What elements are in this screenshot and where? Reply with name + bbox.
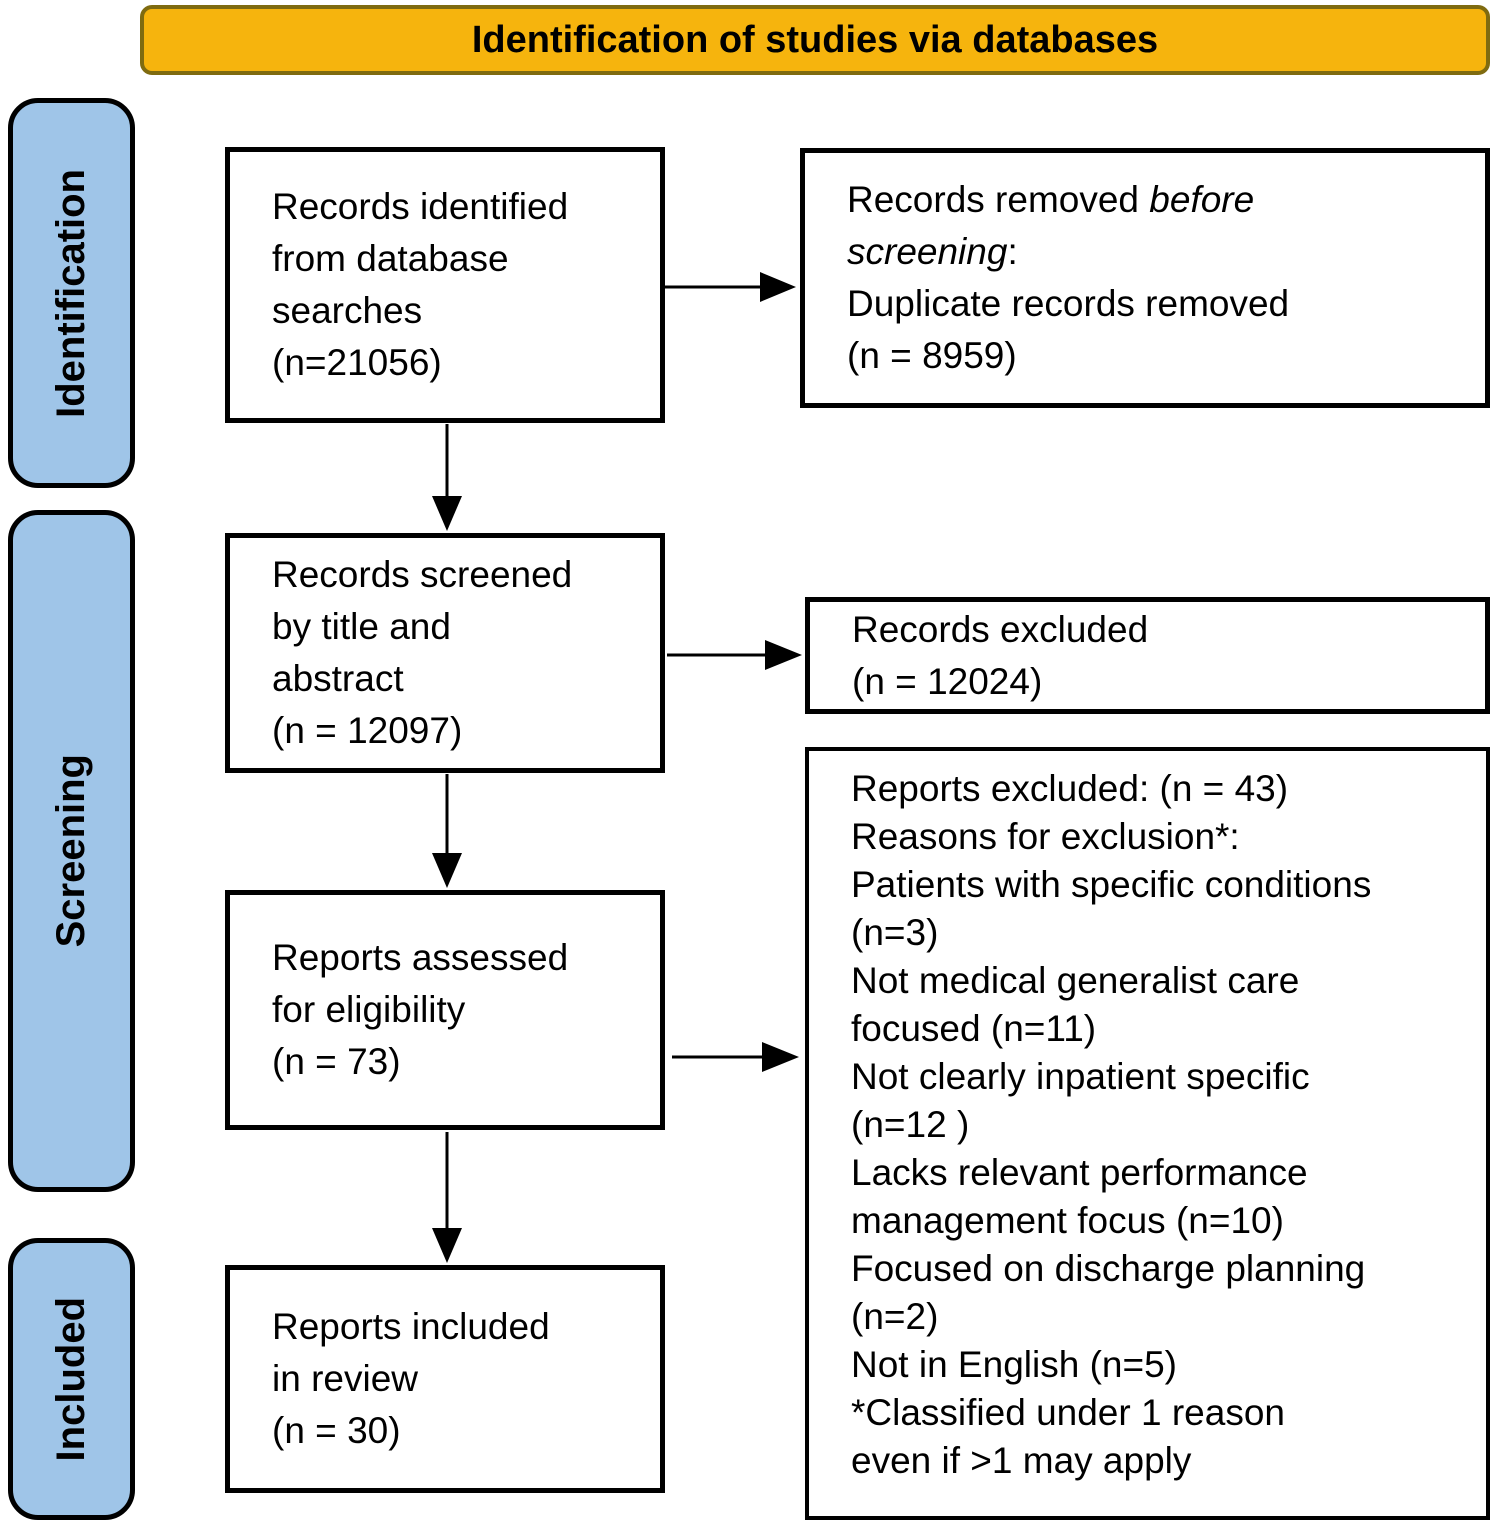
text-segment: Records removed <box>847 179 1150 220</box>
box-line: management focus (n=10) <box>851 1200 1284 1241</box>
box-line: Patients with specific conditions <box>851 864 1372 905</box>
box-line: abstract <box>272 658 404 699</box>
box-reports-assessed: Reports assessed for eligibility (n = 73) <box>225 890 665 1130</box>
box-line: (n=21056) <box>272 342 442 383</box>
box-line: screening: <box>847 226 1475 278</box>
box-line: (n=2) <box>851 1296 939 1337</box>
box-line: (n = 30) <box>272 1410 401 1451</box>
box-line: Records excluded <box>852 608 1149 650</box>
box-line: Records removed before <box>847 174 1475 226</box>
box-line: Reports excluded: (n = 43) <box>851 768 1289 809</box>
stage-label-screening: Screening <box>8 510 135 1192</box>
box-line: Lacks relevant performance <box>851 1152 1308 1193</box>
box-line: Not in English (n=5) <box>851 1344 1177 1385</box>
box-line: Not medical generalist care <box>851 960 1300 1001</box>
box-line: even if >1 may apply <box>851 1440 1192 1481</box>
stage-label-included: Included <box>8 1238 135 1520</box>
banner-title: Identification of studies via databases <box>140 5 1490 75</box>
text-segment-italic: before <box>1149 179 1255 220</box>
box-line-group: Duplicate records removed (n = 8959) <box>847 278 1475 382</box>
stage-label-identification: Identification <box>8 98 135 488</box>
arrow-identified-to-screened-icon <box>432 424 462 531</box>
box-line: *Classified under 1 reason <box>851 1392 1285 1433</box>
box-line: (n = 73) <box>272 1041 401 1082</box>
box-line: (n = 12024) <box>852 660 1043 702</box>
box-line: Reports included <box>272 1306 550 1347</box>
box-reports-excluded-reasons: Reports excluded: (n = 43) Reasons for ex… <box>805 747 1490 1520</box>
box-line: Reasons for exclusion*: <box>851 816 1240 857</box>
box-line: searches <box>272 290 423 331</box>
box-line: for eligibility <box>272 989 466 1030</box>
box-line: Records screened <box>272 554 573 595</box>
box-records-removed: Records removed before screening: Duplic… <box>800 148 1490 408</box>
box-line: by title and <box>272 606 451 647</box>
box-line: (n = 8959) <box>847 335 1017 376</box>
box-records-screened: Records screened by title and abstract (n =… <box>225 533 665 773</box>
box-records-identified: Records identified from database searches (… <box>225 147 665 423</box>
box-line: focused (n=11) <box>851 1008 1097 1049</box>
arrow-screened-to-assessed-icon <box>432 774 462 888</box>
arrow-assessed-to-included-icon <box>432 1132 462 1263</box>
box-line: Not clearly inpatient specific <box>851 1056 1310 1097</box>
box-reports-included: Reports included in review (n = 30) <box>225 1265 665 1493</box>
arrow-screened-to-excluded-icon <box>667 640 802 670</box>
box-line: (n = 12097) <box>272 710 463 751</box>
box-line: from database <box>272 238 509 279</box>
text-segment: : <box>1007 231 1018 272</box>
arrow-assessed-to-reasons-icon <box>672 1042 799 1072</box>
box-line: Focused on discharge planning <box>851 1248 1366 1289</box>
box-line: Duplicate records removed <box>847 283 1290 324</box>
stage-label-included-text: Included <box>49 1296 93 1462</box>
box-records-excluded: Records excluded (n = 12024) <box>805 597 1490 714</box>
stage-label-screening-text: Screening <box>49 754 93 948</box>
stage-label-identification-text: Identification <box>49 168 93 418</box>
box-line: Reports assessed <box>272 937 569 978</box>
box-line: (n=12 ) <box>851 1104 970 1145</box>
text-segment-italic: screening <box>847 231 1008 272</box>
box-line: in review <box>272 1358 418 1399</box>
box-line: (n=3) <box>851 912 939 953</box>
box-line: Records identified <box>272 186 569 227</box>
arrow-identified-to-removed-icon <box>665 272 796 302</box>
